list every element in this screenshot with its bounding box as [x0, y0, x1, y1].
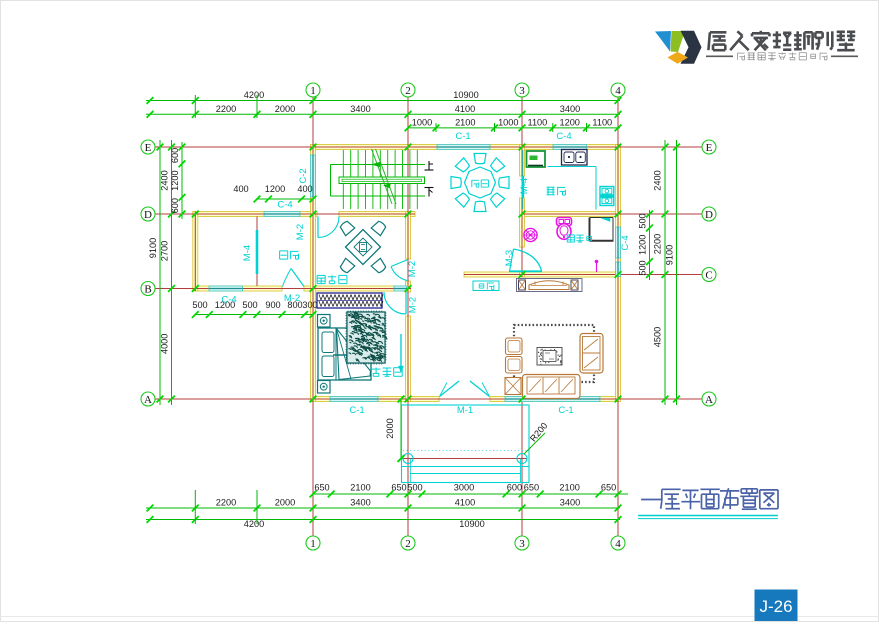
svg-text:A: A: [705, 394, 713, 406]
svg-text:1100: 1100: [592, 117, 612, 127]
svg-text:10900: 10900: [453, 90, 479, 100]
svg-text:650: 650: [601, 483, 616, 493]
svg-text:600: 600: [170, 148, 180, 163]
svg-text:4100: 4100: [455, 498, 475, 508]
svg-text:D: D: [144, 209, 152, 221]
svg-text:650: 650: [524, 483, 539, 493]
svg-text:2200: 2200: [653, 234, 663, 254]
svg-text:4100: 4100: [455, 104, 475, 114]
svg-text:3400: 3400: [350, 104, 370, 114]
svg-text:2: 2: [405, 538, 411, 550]
svg-text:900: 900: [265, 300, 280, 310]
svg-text:4500: 4500: [653, 327, 663, 347]
svg-text:1200: 1200: [638, 235, 648, 255]
svg-text:800: 800: [287, 300, 302, 310]
svg-text:10900: 10900: [459, 519, 485, 529]
svg-text:400: 400: [297, 184, 312, 194]
svg-text:C: C: [705, 269, 712, 281]
svg-text:4200: 4200: [244, 519, 264, 529]
svg-text:1: 1: [310, 85, 316, 97]
svg-text:J-26: J-26: [759, 597, 792, 616]
svg-text:C-2: C-2: [298, 168, 309, 183]
svg-text:400: 400: [233, 184, 248, 194]
svg-text:3: 3: [519, 538, 525, 550]
svg-text:M-2: M-2: [407, 261, 418, 277]
svg-text:1000: 1000: [498, 117, 518, 127]
svg-text:500: 500: [638, 260, 648, 275]
svg-text:2200: 2200: [216, 104, 236, 114]
svg-text:M-1: M-1: [457, 405, 473, 416]
svg-text:M-2: M-2: [295, 224, 306, 240]
svg-text:500: 500: [192, 300, 207, 310]
svg-text:1200: 1200: [559, 117, 579, 127]
svg-text:2200: 2200: [216, 498, 236, 508]
svg-text:M-2: M-2: [408, 297, 419, 313]
svg-text:2000: 2000: [275, 498, 295, 508]
svg-text:2: 2: [405, 85, 411, 97]
svg-text:3400: 3400: [560, 498, 580, 508]
svg-text:4200: 4200: [244, 90, 264, 100]
svg-text:9100: 9100: [148, 238, 158, 258]
svg-text:2100: 2100: [455, 117, 475, 127]
svg-text:4000: 4000: [160, 334, 170, 354]
svg-text:500: 500: [242, 300, 257, 310]
svg-text:E: E: [145, 142, 152, 154]
svg-text:B: B: [144, 283, 151, 295]
svg-text:1100: 1100: [528, 117, 548, 127]
svg-text:2400: 2400: [160, 170, 170, 190]
svg-text:3: 3: [519, 85, 525, 97]
svg-text:500: 500: [638, 213, 648, 228]
svg-text:D: D: [705, 209, 713, 221]
svg-text:1200: 1200: [265, 184, 285, 194]
svg-text:A: A: [144, 394, 152, 406]
svg-text:C-1: C-1: [558, 405, 573, 416]
svg-text:4: 4: [615, 538, 621, 550]
svg-text:2700: 2700: [160, 241, 170, 261]
svg-text:E: E: [706, 142, 713, 154]
svg-text:4: 4: [615, 85, 621, 97]
svg-text:1200: 1200: [170, 170, 180, 190]
svg-text:650: 650: [391, 483, 406, 493]
svg-text:600: 600: [170, 198, 180, 213]
svg-text:3400: 3400: [350, 498, 370, 508]
svg-text:1000: 1000: [412, 117, 432, 127]
svg-text:2000: 2000: [385, 418, 395, 438]
svg-text:9100: 9100: [665, 245, 675, 265]
svg-text:650: 650: [314, 483, 329, 493]
svg-text:2400: 2400: [653, 170, 663, 190]
svg-text:2000: 2000: [275, 104, 295, 114]
svg-text:M-4: M-4: [242, 245, 253, 261]
svg-text:C-4: C-4: [556, 131, 571, 142]
svg-text:M-2: M-2: [284, 293, 300, 304]
svg-text:C-4: C-4: [620, 235, 631, 250]
svg-text:M-4: M-4: [519, 178, 530, 194]
svg-text:M-3: M-3: [504, 250, 515, 266]
svg-text:500: 500: [407, 483, 422, 493]
svg-text:600: 600: [507, 483, 522, 493]
svg-text:1200: 1200: [215, 300, 235, 310]
svg-text:300: 300: [302, 300, 317, 310]
svg-text:1: 1: [310, 538, 316, 550]
svg-text:C-4: C-4: [221, 295, 236, 306]
svg-text:C-4: C-4: [277, 200, 292, 211]
svg-text:3000: 3000: [454, 483, 474, 493]
svg-text:3400: 3400: [560, 104, 580, 114]
svg-text:C-1: C-1: [455, 131, 470, 142]
svg-text:2100: 2100: [559, 483, 579, 493]
svg-text:C-1: C-1: [349, 405, 364, 416]
svg-text:2100: 2100: [350, 483, 370, 493]
